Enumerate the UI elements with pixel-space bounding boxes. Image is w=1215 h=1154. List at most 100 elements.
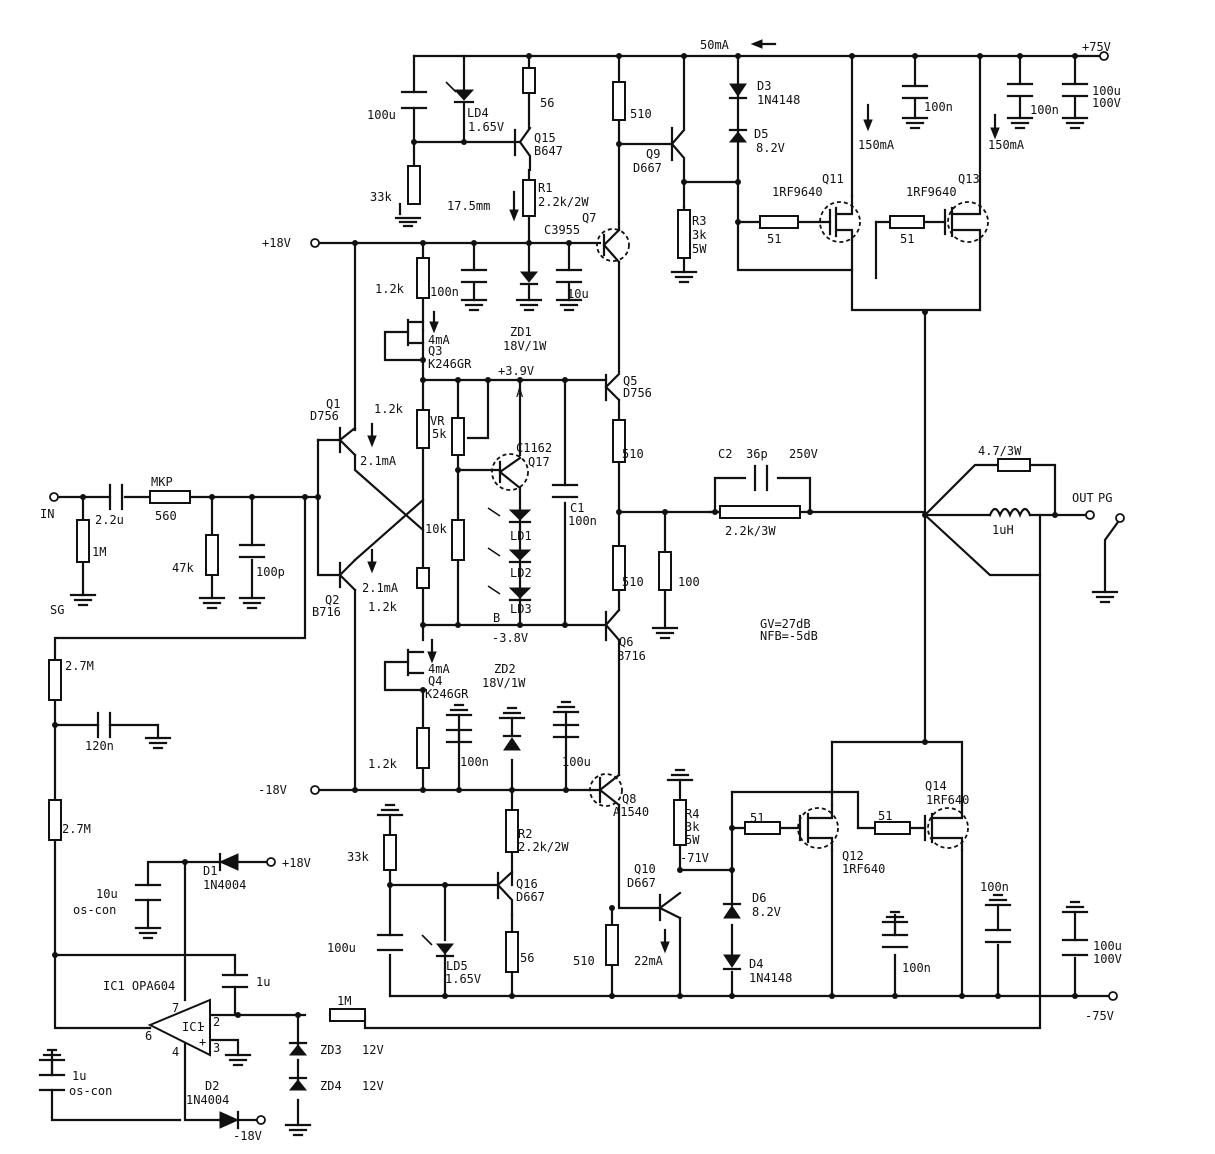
label-out: OUT	[1072, 491, 1094, 505]
junctions	[52, 53, 1078, 1018]
r47k	[205, 534, 219, 576]
terminal-pos18[interactable]	[310, 238, 320, 248]
label-ld5-v: 1.65V	[445, 972, 481, 986]
terminal-d1-pos18[interactable]	[266, 857, 276, 867]
c100u-top2	[1061, 82, 1089, 120]
label-gain: GV=27dB	[760, 617, 811, 631]
label-q8-type: A1540	[613, 805, 649, 819]
label-r51-q12: 51	[750, 811, 764, 825]
label-r1m-ic: 1M	[337, 994, 351, 1008]
q16	[496, 870, 514, 917]
r-4-7-3w	[997, 458, 1031, 472]
terminal-in[interactable]	[49, 492, 59, 502]
label-q13-name: Q13	[958, 172, 980, 186]
label-c1-val: 100n	[568, 514, 597, 528]
label-pg: PG	[1098, 491, 1112, 505]
terminal-pos75[interactable]	[1099, 51, 1109, 61]
label-q13-type: 1RF9640	[906, 185, 957, 199]
label-r4-w: 5W	[685, 833, 700, 847]
label-ld2: LD2	[510, 566, 532, 580]
r2	[505, 809, 519, 853]
label-d1: D1	[203, 864, 217, 878]
c10u-q3	[555, 268, 583, 302]
terminal-neg75[interactable]	[1108, 991, 1118, 1001]
labels: +75V -75V +18V -18V +18V -18V +3.9V -3.8…	[40, 38, 1122, 1143]
terminal-pg[interactable]	[1115, 513, 1125, 523]
label-c2-val: 36p	[746, 447, 768, 461]
c1u-bot	[38, 1058, 66, 1092]
r51-q11	[759, 215, 799, 229]
label-c100u-q16: 100u	[327, 941, 356, 955]
c100u-bot	[1061, 938, 1089, 957]
label-q16-name: Q16	[516, 877, 538, 891]
label-r27m-b: 2.7M	[62, 822, 91, 836]
label-current-q2: 2.1mA	[362, 581, 399, 595]
zd2	[502, 734, 522, 751]
label-q6-name: Q6	[619, 635, 633, 649]
label-r4-val: 3k	[685, 820, 700, 834]
c100n-bot2	[984, 928, 1012, 944]
label-r3-val: 3k	[692, 228, 707, 242]
label-q9-type: D667	[633, 161, 662, 175]
label-r-4-7-3w: 4.7/3W	[978, 444, 1022, 458]
diodes	[218, 81, 748, 1130]
label-neg18: -18V	[258, 783, 287, 797]
label-c100u-top: 100u	[367, 108, 396, 122]
label-c100u-top2: 100u	[1092, 84, 1121, 98]
c100n-q3	[460, 268, 488, 302]
zd1	[519, 271, 539, 302]
label-current-q10: 22mA	[634, 954, 664, 968]
label-q7-type: C3955	[544, 223, 580, 237]
label-current-q3: 4mA	[428, 333, 450, 347]
terminal-d2-neg18[interactable]	[256, 1115, 266, 1125]
label-pos18-d1: +18V	[282, 856, 311, 870]
label-r3-name: R3	[692, 214, 706, 228]
label-r33k-top: 33k	[370, 190, 392, 204]
terminal-neg18[interactable]	[310, 785, 320, 795]
label-c1u-ic: 1u	[256, 975, 270, 989]
label-r27m-a: 2.7M	[65, 659, 94, 673]
label-zd2: ZD2	[494, 662, 516, 676]
label-d6-v: 8.2V	[752, 905, 781, 919]
label-r47k: 47k	[172, 561, 194, 575]
label-zd2-v: 18V/1W	[482, 676, 526, 690]
label-c100v-bot: 100V	[1093, 952, 1122, 966]
c100p	[238, 543, 266, 559]
grounds	[38, 116, 1119, 1137]
label-r56-bot: 56	[520, 951, 534, 965]
vr-5k	[416, 409, 430, 449]
q17	[491, 453, 529, 491]
r56-bot	[505, 931, 519, 973]
label-sg: SG	[50, 603, 64, 617]
r12k-q3	[416, 257, 430, 299]
label-zd3: ZD3	[320, 1043, 342, 1057]
label-r12k-b: 1.2k	[374, 402, 404, 416]
label-r2-name: R2	[518, 827, 532, 841]
ld4	[445, 81, 475, 144]
r3	[677, 209, 691, 259]
q1	[338, 426, 357, 457]
r51-q13	[889, 215, 925, 229]
label-ld1: LD1	[510, 529, 532, 543]
label-d4: D4	[749, 957, 763, 971]
r27m-b	[48, 799, 62, 841]
label-q4-name: Q4	[428, 674, 442, 688]
c1u-ic	[221, 973, 249, 989]
d6	[722, 902, 742, 919]
c100u-q16	[376, 933, 404, 952]
label-r1m-in: 1M	[92, 545, 106, 559]
label-r51-q14: 51	[878, 809, 892, 823]
ld2	[487, 547, 532, 564]
label-q11-name: Q11	[822, 172, 844, 186]
label-c10u-q3: 10u	[567, 287, 589, 301]
label-vr-val: 5k	[432, 427, 447, 441]
q12	[797, 803, 839, 852]
label-c1-name: C1	[570, 501, 584, 515]
label-d5: D5	[754, 127, 768, 141]
label-current-r1: 17.5mm	[447, 199, 490, 213]
label-c100n-bot2: 100n	[980, 880, 1009, 894]
terminal-out[interactable]	[1085, 510, 1095, 520]
zd4	[288, 1076, 308, 1091]
c2	[753, 464, 769, 492]
